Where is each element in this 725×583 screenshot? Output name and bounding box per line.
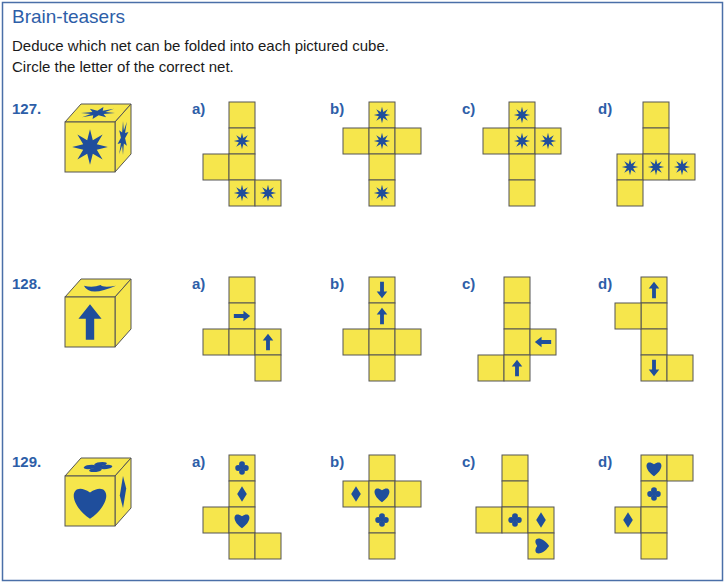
option-letter: a)	[192, 100, 205, 117]
cube-net	[343, 277, 421, 381]
cube-net	[615, 277, 693, 381]
option-letter: d)	[598, 275, 612, 292]
cube-net	[483, 102, 561, 206]
option-letter: d)	[598, 100, 612, 117]
option-letter: c)	[462, 453, 475, 470]
cube-net	[203, 102, 281, 206]
option-letter: a)	[192, 275, 205, 292]
cube-net	[478, 277, 556, 381]
cube-net	[615, 455, 693, 559]
cube-net	[343, 102, 421, 206]
question-number: 127.	[12, 100, 41, 117]
option-letter: b)	[330, 453, 344, 470]
pictured-cube	[65, 104, 131, 172]
cube-net	[343, 455, 421, 559]
question-number: 128.	[12, 275, 41, 292]
instruction-text: Deduce which net can be folded into each…	[12, 37, 389, 54]
option-letter: c)	[462, 275, 475, 292]
cube-net	[203, 277, 281, 381]
page-title: Brain-teasers	[12, 6, 125, 28]
frame-border	[3, 3, 723, 581]
cube-net	[617, 102, 695, 206]
option-letter: c)	[462, 100, 475, 117]
instruction-text: Circle the letter of the correct net.	[12, 58, 234, 75]
pictured-cube	[65, 458, 131, 526]
option-letter: b)	[330, 275, 344, 292]
cube-net	[203, 455, 281, 559]
option-letter: d)	[598, 453, 612, 470]
cube-net	[476, 455, 554, 559]
option-letter: b)	[330, 100, 344, 117]
pictured-cube	[65, 279, 131, 347]
question-number: 129.	[12, 453, 41, 470]
option-letter: a)	[192, 453, 205, 470]
